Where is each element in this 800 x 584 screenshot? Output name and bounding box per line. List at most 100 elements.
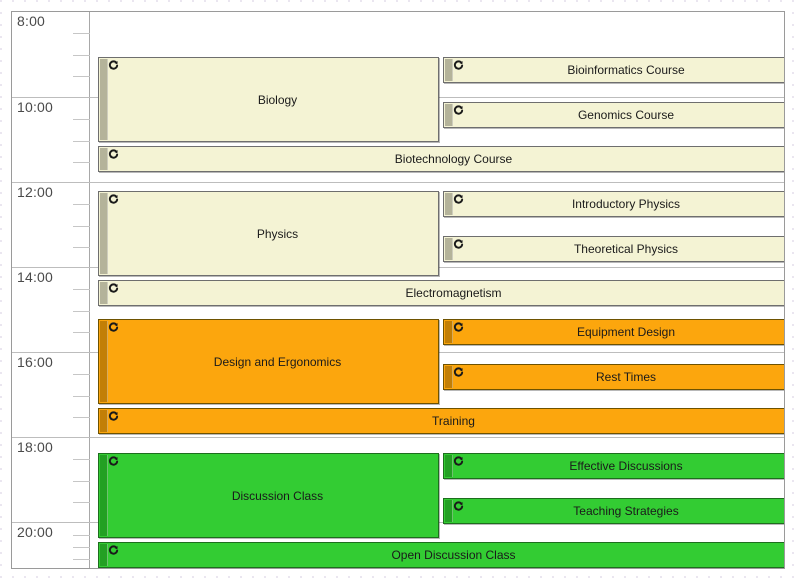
- time-label: 8:00: [17, 13, 46, 29]
- time-tick: [73, 481, 90, 482]
- time-tick: [73, 119, 90, 120]
- time-label: 20:00: [17, 524, 54, 540]
- recurrence-icon: [453, 322, 464, 333]
- calendar-event[interactable]: Electromagnetism: [98, 280, 784, 306]
- recurrence-icon: [108, 456, 119, 467]
- calendar-event[interactable]: Rest Times: [443, 364, 784, 390]
- time-label: 18:00: [17, 439, 54, 455]
- event-drag-handle[interactable]: [445, 321, 453, 343]
- event-title: Rest Times: [595, 370, 656, 384]
- day-schedule-calendar[interactable]: 8:00 10:00 12:00 14:00 16:00 18:00 20:00 Biolo…: [11, 11, 785, 569]
- time-tick: [73, 374, 90, 375]
- calendar-event[interactable]: Effective Discussions: [443, 453, 784, 479]
- time-tick: [73, 459, 90, 460]
- recurrence-icon: [453, 194, 464, 205]
- time-tick: [73, 559, 90, 560]
- event-drag-handle[interactable]: [100, 410, 108, 432]
- event-title: Teaching Strategies: [573, 504, 679, 518]
- event-drag-handle[interactable]: [100, 282, 108, 304]
- hour-gridline: [90, 437, 784, 438]
- time-row-1200: 12:00: [12, 182, 90, 267]
- event-title: Effective Discussions: [569, 459, 683, 473]
- event-drag-handle[interactable]: [445, 193, 453, 215]
- calendar-event[interactable]: Physics: [98, 191, 439, 276]
- time-tick: [73, 55, 90, 56]
- time-row-1600: 16:00: [12, 352, 90, 437]
- event-title: Training: [432, 414, 475, 428]
- time-tick: [73, 33, 90, 34]
- calendar-event[interactable]: Open Discussion Class: [98, 542, 784, 568]
- event-title: Introductory Physics: [571, 197, 681, 211]
- time-tick: [73, 502, 90, 503]
- event-title: Biotechnology Course: [394, 152, 513, 166]
- event-drag-handle[interactable]: [445, 366, 453, 388]
- recurrence-icon: [108, 60, 119, 71]
- event-title: Theoretical Physics: [573, 242, 679, 256]
- event-title: Open Discussion Class: [391, 548, 516, 562]
- hour-gridline: [90, 182, 784, 183]
- time-tick: [73, 247, 90, 248]
- event-drag-handle[interactable]: [100, 455, 108, 536]
- time-tick: [73, 535, 90, 536]
- event-drag-handle[interactable]: [100, 193, 108, 274]
- time-tick: [73, 204, 90, 205]
- time-tick: [73, 226, 90, 227]
- time-tick: [73, 332, 90, 333]
- time-label: 16:00: [17, 354, 54, 370]
- time-tick: [73, 76, 90, 77]
- time-label: 12:00: [17, 184, 54, 200]
- calendar-event[interactable]: Genomics Course: [443, 102, 784, 128]
- recurrence-icon: [453, 105, 464, 116]
- recurrence-icon: [108, 194, 119, 205]
- event-title: Genomics Course: [577, 108, 675, 122]
- event-drag-handle[interactable]: [445, 104, 453, 126]
- recurrence-icon: [108, 283, 119, 294]
- time-row-2000: 20:00: [12, 522, 90, 568]
- event-drag-handle[interactable]: [445, 238, 453, 260]
- time-row-800: 8:00: [12, 12, 90, 97]
- time-tick: [73, 141, 90, 142]
- recurrence-icon: [453, 60, 464, 71]
- calendar-event[interactable]: Discussion Class: [98, 453, 439, 538]
- event-drag-handle[interactable]: [445, 59, 453, 81]
- event-drag-handle[interactable]: [100, 321, 108, 402]
- event-drag-handle[interactable]: [445, 500, 453, 522]
- calendar-event[interactable]: Equipment Design: [443, 319, 784, 345]
- event-title: Discussion Class: [231, 488, 324, 503]
- time-label: 14:00: [17, 269, 54, 285]
- calendar-event[interactable]: Theoretical Physics: [443, 236, 784, 262]
- time-tick: [73, 547, 90, 548]
- calendar-event[interactable]: Design and Ergonomics: [98, 319, 439, 404]
- time-axis-gutter: 8:00 10:00 12:00 14:00 16:00 18:00 20:00: [12, 12, 90, 568]
- event-title: Bioinformatics Course: [567, 63, 685, 77]
- event-title: Equipment Design: [576, 325, 676, 339]
- time-row-1400: 14:00: [12, 267, 90, 352]
- time-row-1800: 18:00: [12, 437, 90, 522]
- time-tick: [73, 162, 90, 163]
- recurrence-icon: [108, 411, 119, 422]
- recurrence-icon: [453, 239, 464, 250]
- event-title: Design and Ergonomics: [213, 354, 342, 369]
- calendar-event[interactable]: Bioinformatics Course: [443, 57, 784, 83]
- event-title: Electromagnetism: [405, 286, 502, 300]
- event-drag-handle[interactable]: [100, 544, 108, 566]
- recurrence-icon: [108, 322, 119, 333]
- event-title: Physics: [256, 226, 299, 241]
- event-title: Biology: [257, 92, 298, 107]
- calendar-event[interactable]: Biotechnology Course: [98, 146, 784, 172]
- calendar-event[interactable]: Biology: [98, 57, 439, 142]
- event-drag-handle[interactable]: [100, 59, 108, 140]
- recurrence-icon: [453, 456, 464, 467]
- time-row-1000: 10:00: [12, 97, 90, 182]
- event-drag-handle[interactable]: [100, 148, 108, 170]
- calendar-event[interactable]: Introductory Physics: [443, 191, 784, 217]
- recurrence-icon: [108, 545, 119, 556]
- time-label: 10:00: [17, 99, 54, 115]
- recurrence-icon: [108, 149, 119, 160]
- calendar-event[interactable]: Training: [98, 408, 784, 434]
- recurrence-icon: [453, 367, 464, 378]
- time-tick: [73, 311, 90, 312]
- event-drag-handle[interactable]: [445, 455, 453, 477]
- calendar-event[interactable]: Teaching Strategies: [443, 498, 784, 524]
